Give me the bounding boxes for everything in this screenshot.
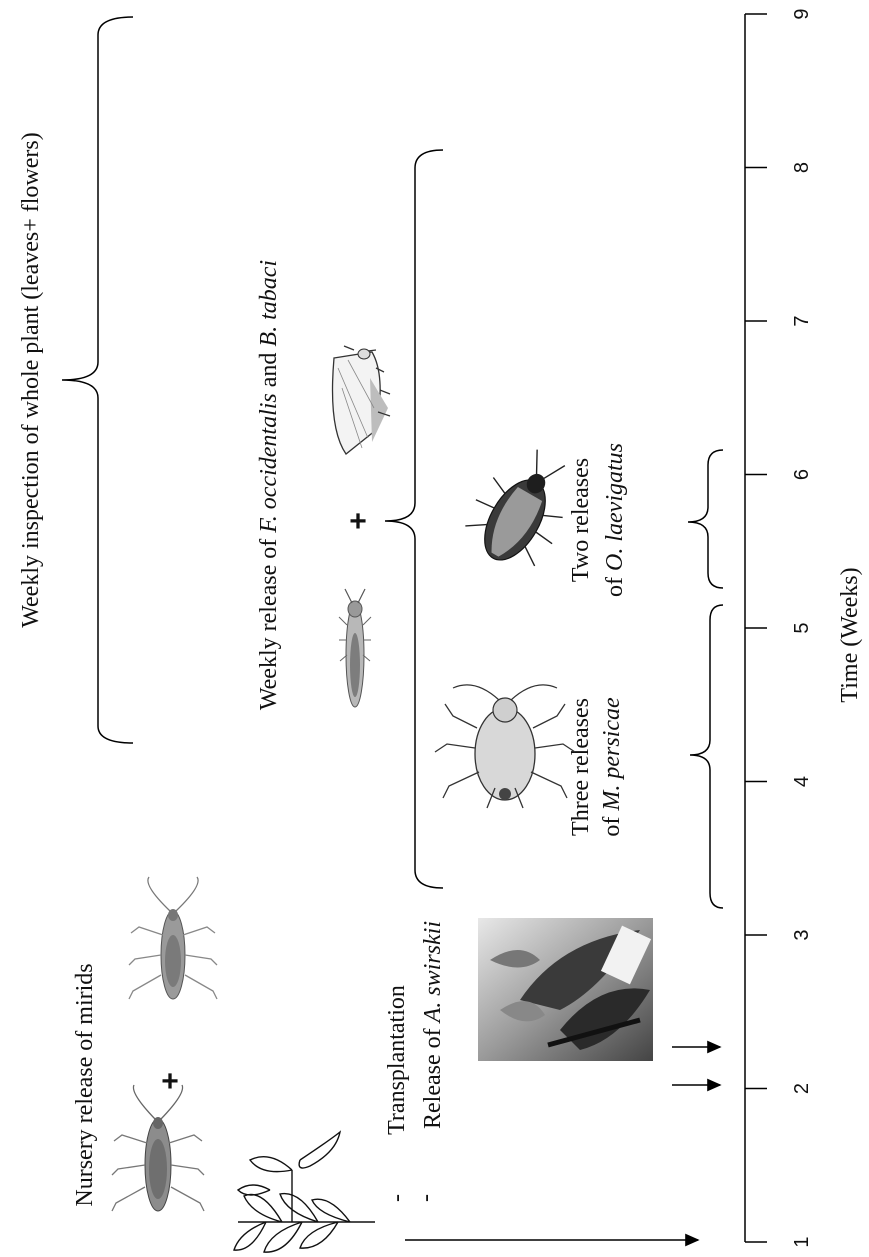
- three-releases-bracket: [690, 605, 723, 908]
- weekly-release-bracket: [385, 150, 443, 888]
- axis-tick-label: 6: [791, 469, 813, 480]
- axis-tick-label: 2: [791, 1083, 813, 1094]
- three-releases-species-label: of M. persicae: [599, 697, 625, 837]
- weekly-release-label: Weekly release of F. occidentalis and B.…: [256, 260, 282, 710]
- bullet: -: [384, 1194, 410, 1202]
- thrips-icon: [339, 589, 371, 707]
- plus-sign-release: +: [349, 505, 367, 538]
- plus-sign-mirids: +: [161, 1065, 179, 1098]
- weekly-inspection-bracket: [62, 17, 133, 743]
- two-releases-bracket: [688, 450, 723, 588]
- axis-tick-label: 4: [791, 776, 813, 787]
- aphid-icon: [435, 685, 575, 808]
- mirid-bug-icon: [129, 877, 217, 999]
- axis-tick-label: 1: [791, 1236, 813, 1247]
- axis-title: Time (Weeks): [837, 567, 863, 702]
- plant-seedling-icon: [234, 1132, 375, 1252]
- release-swirskii-label: Release of A. swirskii: [420, 921, 446, 1129]
- axis-tick-label: 5: [791, 622, 813, 633]
- time-axis: 1 2 3 4 5 6 7 8 9: [745, 8, 813, 1247]
- mirid-bug-icon: [112, 1085, 204, 1211]
- whitefly-icon: [333, 346, 391, 454]
- axis-tick-label: 3: [791, 929, 813, 940]
- axis-tick-label: 8: [791, 162, 813, 173]
- transplantation-label: Transplantation: [384, 985, 410, 1135]
- three-releases-label: Three releases: [568, 698, 594, 836]
- two-releases-species-label: of O. laevigatus: [602, 443, 628, 597]
- two-releases-label: Two releases: [568, 458, 594, 582]
- greenhouse-plant-photo: [478, 918, 653, 1061]
- weekly-inspection-label: Weekly inspection of whole plant (leaves…: [18, 132, 44, 627]
- axis-tick-label: 9: [791, 8, 813, 19]
- bullet: -: [413, 1194, 439, 1202]
- axis-tick-label: 7: [791, 315, 813, 326]
- nursery-release-label: Nursery release of mirids: [72, 963, 98, 1206]
